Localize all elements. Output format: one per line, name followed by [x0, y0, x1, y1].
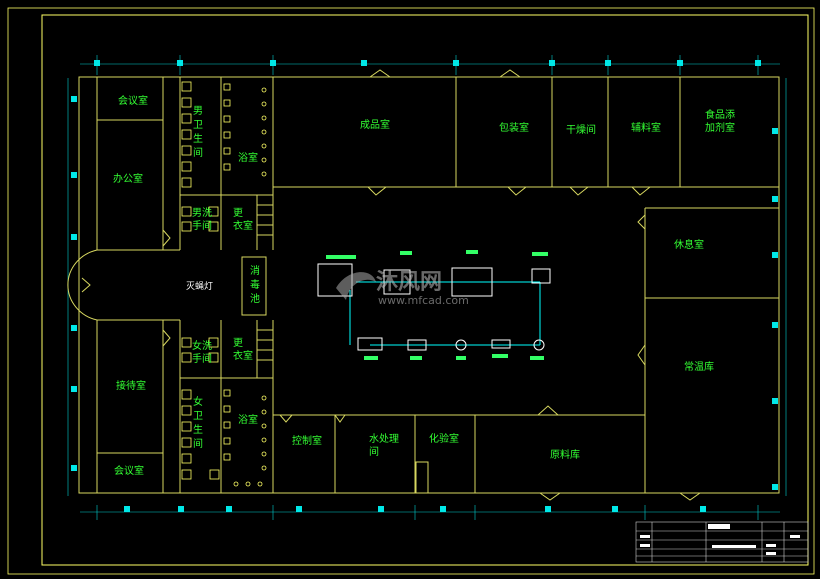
room-label-changing-bottom: 更衣室 [233, 337, 253, 362]
room-label-reception: 接待室 [116, 379, 146, 392]
title-block [635, 521, 809, 563]
room-label-office: 办公室 [113, 172, 143, 185]
vertical-labels: 男卫生间 男洗手间 更衣室 消毒池 女洗手间 更衣室 女卫生间 食品添加剂室 水… [192, 105, 735, 458]
room-label-finished-goods: 成品室 [360, 118, 390, 131]
room-label-packaging: 包装室 [499, 121, 529, 134]
watermark-url: www.mfcad.com [378, 294, 469, 307]
room-label-female-wash: 女洗手间 [192, 339, 212, 365]
room-label-lab: 化验室 [429, 432, 459, 445]
process-equipment [317, 250, 551, 360]
fly-lamp-label: 灭蝇灯 [186, 281, 213, 292]
room-label-auxiliary: 辅料室 [631, 121, 661, 134]
room-label-drying: 干燥间 [566, 123, 596, 136]
sanitary-fixtures [181, 81, 267, 487]
watermark: 沐风网 www.mfcad.com [336, 270, 469, 307]
room-label-shower-top: 浴室 [238, 151, 258, 164]
room-label-male-wash: 男洗手间 [192, 207, 212, 232]
room-label-lounge: 休息室 [674, 238, 704, 251]
room-label-changing-top: 更衣室 [233, 207, 253, 232]
room-label-water-treatment: 水处理间 [369, 433, 399, 458]
watermark-logo-icon [336, 272, 376, 300]
dimension-lines [67, 55, 787, 520]
room-label-additive: 食品添加剂室 [705, 108, 735, 134]
room-label-female-toilet: 女卫生间 [193, 395, 203, 450]
room-label-disinfect: 消毒池 [250, 264, 260, 305]
watermark-brand: 沐风网 [376, 270, 442, 295]
room-label-meeting-bottom: 会议室 [114, 464, 144, 477]
walls [67, 69, 780, 501]
room-label-shower-bottom: 浴室 [238, 413, 258, 426]
room-label-male-toilet: 男卫生间 [193, 105, 203, 159]
drawing-frame [7, 7, 815, 575]
room-label-cold-storage: 常温库 [684, 360, 714, 373]
room-labels: 会议室 办公室 接待室 会议室 浴室 浴室 成品室 包装室 干燥间 辅料室 休息… [113, 94, 714, 477]
room-label-warehouse: 原料库 [550, 448, 580, 461]
axis-markers [71, 60, 778, 512]
room-label-meeting-top: 会议室 [118, 94, 148, 107]
room-label-control: 控制室 [292, 434, 322, 447]
